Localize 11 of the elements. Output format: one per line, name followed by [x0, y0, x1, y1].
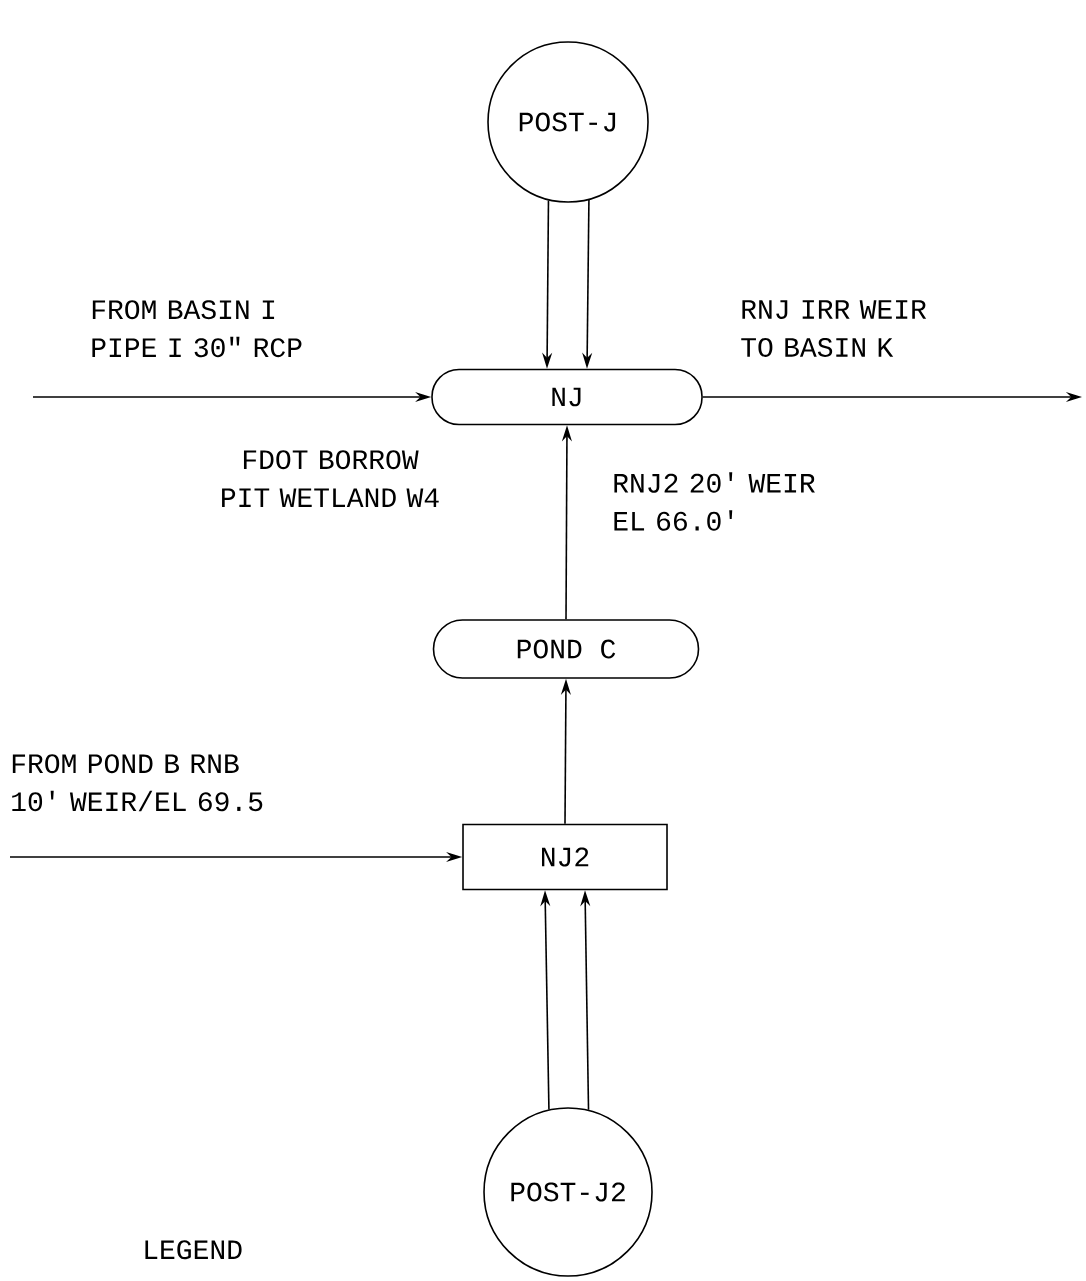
pond-node: NJ [431, 368, 703, 426]
legend-heading: LEGEND [145, 1240, 242, 1260]
pond-node: POND C [432, 619, 700, 679]
node-caption: FDOT BORROW PIT WETLAND W4 [222, 450, 439, 507]
edge-label: RNJ IRR WEIR TO BASIN K [741, 300, 927, 357]
edge-label: FROM BASIN I PIPE I 30" RCP [92, 300, 302, 358]
circle-node: POST-J [487, 41, 649, 203]
edge-label: FROM POND B RNB 10' WEIR/EL 69.5 [12, 754, 263, 812]
circle-node: POST-J2 [483, 1107, 653, 1277]
junction-box: NJ2 [462, 823, 668, 891]
edge-label: RNJ2 20' WEIR EL 66.0' [614, 472, 815, 531]
